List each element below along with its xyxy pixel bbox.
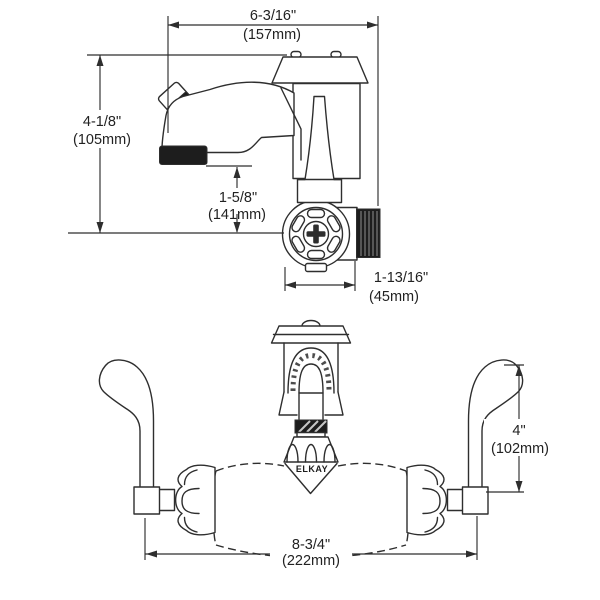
lever-handle [296, 95, 343, 204]
spout-outlet-band [159, 145, 208, 165]
dim-spout-to-centerline: 1-5/8" (141mm) [206, 165, 266, 233]
flange-slots [291, 208, 341, 260]
right-wristblade-handle [461, 359, 524, 515]
dim-label-clearance-in: 1-5/8" [219, 190, 257, 206]
center-column: ELKAY [270, 319, 352, 474]
bonnet-cap [271, 50, 369, 84]
dim-label-depth-mm: (45mm) [369, 289, 419, 305]
spout-arch-outer [287, 347, 335, 394]
dim-label-span-in: 8-3/4" [292, 537, 330, 553]
dim-label-clearance-mm: (141mm) [208, 207, 266, 223]
dim-spout-reach: 6-3/16" (157mm) [167, 8, 379, 206]
dim-overall-height: 4-1/8" (105mm) [66, 54, 287, 234]
dim-label-depth-in: 1-13/16" [374, 270, 428, 286]
right-mounting-bell [406, 464, 448, 536]
body-saddle [284, 462, 338, 495]
side-view: 6-3/16" (157mm) 4-1/8" (105mm) 1-5/8" (1… [66, 8, 428, 305]
spout [161, 81, 295, 165]
dim-label-spout-reach-in: 6-3/16" [250, 8, 296, 24]
left-wristblade-handle [98, 359, 161, 515]
dim-handle-span: 8-3/4" (222mm) [144, 516, 478, 569]
right-handle-stem [446, 488, 465, 512]
dim-handle-rise: 4" (102mm) [484, 364, 558, 493]
left-mounting-bell [174, 464, 216, 536]
wall-flange [281, 199, 351, 273]
spout-arch-inner [298, 363, 324, 394]
dim-label-span-mm: (222mm) [282, 553, 340, 569]
dim-label-rise-mm: (102mm) [491, 441, 549, 457]
cap-dome [301, 319, 321, 327]
left-handle-stem [157, 488, 176, 512]
dim-label-height-in: 4-1/8" [83, 114, 121, 130]
dim-label-rise-in: 4" [512, 423, 525, 439]
dim-wall-to-outlet: 1-13/16" (45mm) [284, 261, 428, 305]
spray-head [283, 436, 339, 463]
front-view: ELKAY [98, 319, 558, 569]
dim-label-spout-reach-mm: (157mm) [243, 27, 301, 43]
brand-label: ELKAY [296, 464, 328, 474]
threaded-inlet [356, 208, 381, 258]
dim-label-height-mm: (105mm) [73, 132, 131, 148]
